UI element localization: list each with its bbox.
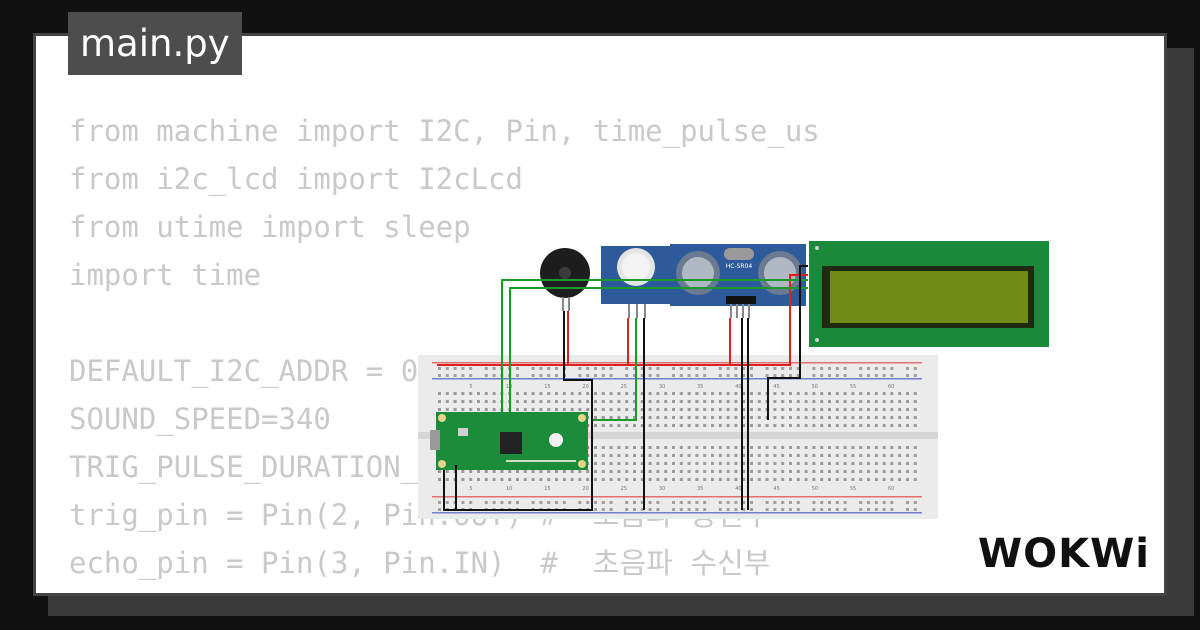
file-tab-label: main.py	[80, 22, 230, 65]
breadboard-column-number: 25	[621, 486, 627, 492]
breadboard-column-number: 5	[469, 384, 472, 390]
breadboard-column-number: 15	[544, 486, 550, 492]
breadboard-column-number: 60	[888, 384, 894, 390]
breadboard-column-number: 55	[850, 384, 856, 390]
breadboard-column-numbers: 5510101515202025253030353540404545505055…	[469, 384, 894, 492]
breadboard-column-number: 35	[697, 384, 703, 390]
code-line: from machine import I2C, Pin, time_pulse…	[69, 114, 820, 148]
code-line: from i2c_lcd import I2cLcd	[69, 162, 523, 196]
breadboard-column-number: 15	[544, 384, 550, 390]
code-line: echo_pin = Pin(3, Pin.IN) # 초음파 수신부	[69, 546, 771, 580]
wokwi-logo: WOKWi	[978, 531, 1150, 577]
breadboard-column-number: 40	[735, 384, 741, 390]
breadboard-column-number: 55	[850, 486, 856, 492]
breadboard-column-number: 10	[506, 486, 512, 492]
pir-sensor	[601, 246, 671, 318]
code-line: DEFAULT_I2C_ADDR = 0x27	[69, 354, 471, 388]
code-line: from utime import sleep	[69, 210, 471, 244]
buzzer	[540, 248, 590, 311]
breadboard-column-number: 5	[469, 486, 472, 492]
breadboard-column-number: 20	[582, 486, 588, 492]
breadboard-column-number: 40	[735, 486, 741, 492]
sensor-label: HC-SR04	[726, 263, 753, 270]
breadboard-column-number: 25	[621, 384, 627, 390]
code-line: SOUND_SPEED=340	[69, 402, 331, 436]
breadboard-column-number: 50	[812, 384, 818, 390]
breadboard-column-number: 45	[773, 384, 779, 390]
breadboard-column-number: 50	[812, 486, 818, 492]
wokwi-logo-text: WOKWi	[978, 531, 1150, 577]
lcd-display	[809, 241, 1049, 347]
breadboard-column-number: 60	[888, 486, 894, 492]
pico-board	[430, 412, 588, 470]
breadboard-column-number: 30	[659, 384, 665, 390]
breadboard-column-number: 20	[582, 384, 588, 390]
breadboard-column-number: 35	[697, 486, 703, 492]
file-tab[interactable]: main.py	[68, 12, 242, 75]
breadboard-column-number: 45	[773, 486, 779, 492]
code-line: import time	[69, 258, 262, 292]
breadboard-column-number: 30	[659, 486, 665, 492]
circuit-diagram: 5510101515202025253030353540404545505055…	[418, 241, 1049, 519]
wires	[437, 265, 808, 511]
